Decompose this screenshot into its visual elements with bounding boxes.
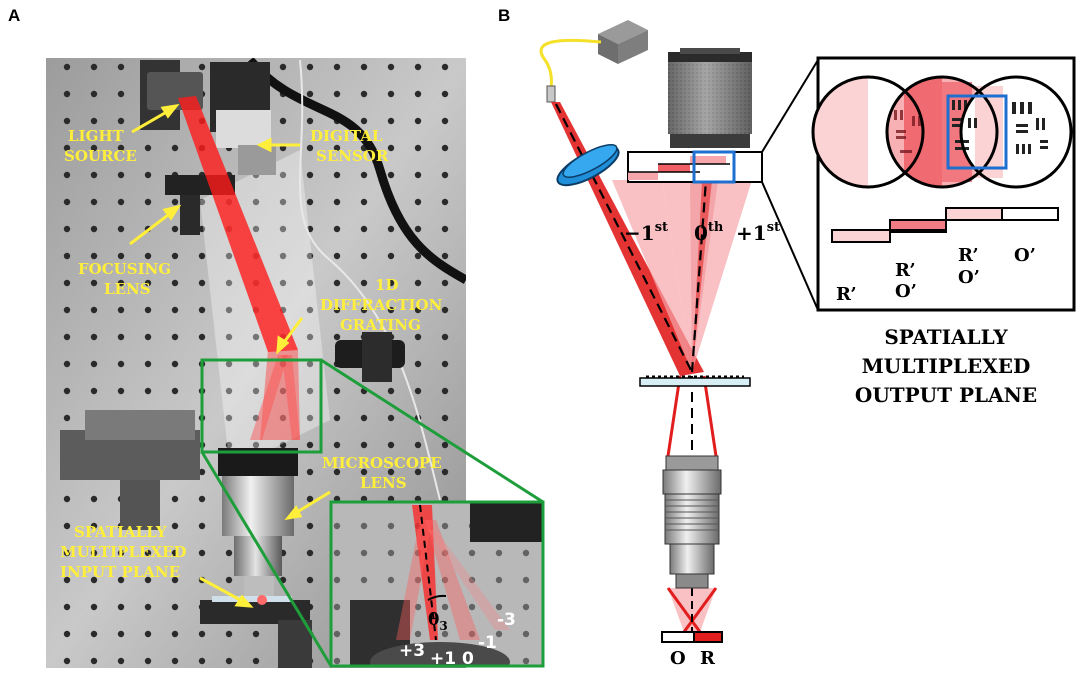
input-plane-b: O R bbox=[661, 631, 723, 669]
callout-line-bottom bbox=[200, 451, 333, 667]
grating-inset: θ3 -3 -1 0 +1 +3 bbox=[329, 500, 545, 669]
callout-line-top bbox=[320, 358, 544, 504]
order-labels-b: −1st 0th +1st bbox=[624, 220, 780, 245]
fiber-tip bbox=[546, 85, 556, 103]
strip-label-o3: O’ bbox=[958, 267, 980, 288]
strip-label-o4: O’ bbox=[1014, 245, 1036, 266]
order-0th: 0th bbox=[694, 220, 724, 245]
caption-line-1: SPATIALLY bbox=[884, 325, 1008, 349]
strip-label-r3: R’ bbox=[958, 245, 979, 266]
caption-line-3: OUTPUT PLANE bbox=[855, 383, 1037, 407]
order-minus1: -1 bbox=[478, 633, 497, 653]
order-plus3: +3 bbox=[399, 641, 425, 661]
output-plane-strip bbox=[627, 150, 763, 184]
label-o: O bbox=[670, 648, 686, 669]
zoom-line-top bbox=[761, 59, 819, 153]
strip-label-r1: R’ bbox=[836, 284, 857, 305]
diffraction-grating bbox=[639, 375, 751, 387]
microscope-objective bbox=[662, 455, 722, 589]
output-zoom-box: R’ R’ O’ R’ O’ O’ bbox=[811, 56, 1076, 312]
order-zero: 0 bbox=[462, 649, 474, 669]
order-plus1st: +1st bbox=[736, 220, 780, 245]
output-plane-caption: SPATIALLY MULTIPLEXED OUTPUT PLANE bbox=[855, 325, 1037, 407]
panel-b-letter: B bbox=[498, 6, 511, 25]
order-minus1st: −1st bbox=[624, 220, 668, 245]
label-r: R bbox=[700, 648, 716, 669]
theta-label: θ3 bbox=[428, 610, 448, 633]
camera-sensor bbox=[668, 48, 752, 148]
panel-a-letter: A bbox=[8, 6, 21, 25]
order-minus3: -3 bbox=[497, 610, 516, 630]
strip-label-r2: R’ bbox=[895, 260, 916, 281]
strip-label-o2: O’ bbox=[895, 281, 917, 302]
photo-arrows bbox=[129, 103, 331, 608]
caption-line-2: MULTIPLEXED bbox=[862, 354, 1031, 378]
optical-fiber bbox=[539, 38, 602, 91]
zoom-line-bottom bbox=[761, 181, 819, 311]
focusing-lens-disc bbox=[556, 144, 620, 187]
light-source-box bbox=[598, 20, 648, 64]
inset-callout-box bbox=[200, 358, 323, 454]
beam-paths bbox=[551, 102, 752, 633]
order-plus1: +1 bbox=[430, 649, 456, 669]
